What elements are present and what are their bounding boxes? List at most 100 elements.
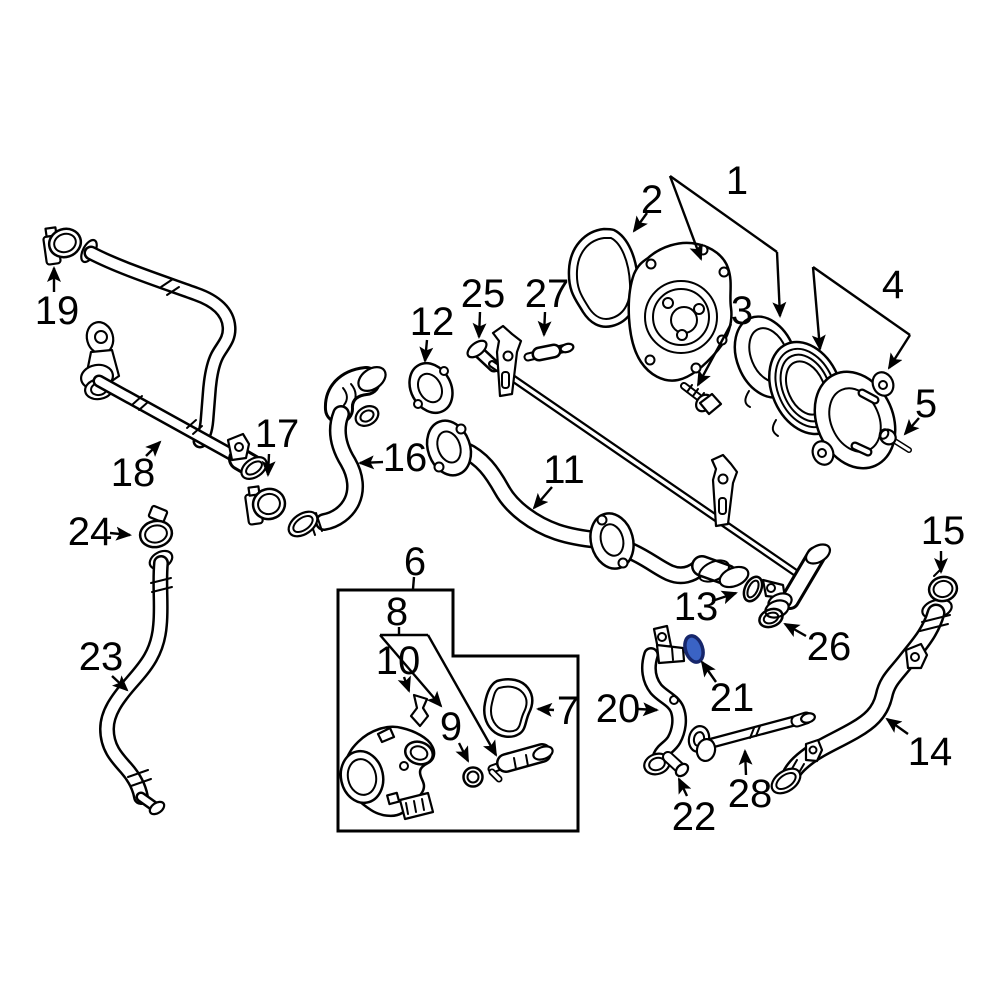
part-gasket-12 [408, 361, 454, 415]
callout-16-arrow [358, 455, 384, 470]
callout-5: 5 [903, 382, 937, 436]
callout-1-label: 1 [726, 159, 748, 203]
callout-18: 18 [111, 440, 162, 495]
callout-22-arrow [677, 777, 692, 797]
callout-23-label: 23 [79, 635, 124, 679]
callout-9-label: 9 [440, 705, 462, 749]
callout-28-arrow [738, 749, 753, 776]
callout-16-label: 16 [383, 436, 428, 480]
callout-25-label: 25 [461, 272, 506, 316]
callout-28-label: 28 [728, 772, 773, 816]
callout-11-arrow [532, 486, 553, 510]
callout-3-label: 3 [731, 289, 753, 333]
part-bleed-plug-10 [409, 693, 430, 728]
part-clamp-19 [42, 226, 83, 266]
part-metal-coolant-pipe [466, 339, 832, 610]
part-plate-4b [811, 370, 897, 470]
callout-14: 14 [885, 717, 953, 774]
part-sensor-8 [487, 743, 554, 783]
callout-26: 26 [783, 622, 852, 669]
callout-6-label: 6 [404, 540, 426, 584]
callout-19: 19 [35, 266, 80, 333]
callout-26-arrow [783, 622, 807, 638]
part-bolt-5 [878, 428, 912, 453]
callout-8-arrow [379, 634, 443, 708]
callout-4-arrow [887, 334, 912, 370]
callout-23: 23 [79, 635, 129, 692]
callout-27-label: 27 [525, 272, 570, 316]
highlighted-part-21 [683, 634, 705, 664]
part-clamp-15 [927, 568, 959, 603]
callout-12-label: 12 [410, 300, 455, 344]
callout-12-arrow [419, 339, 434, 363]
callout-16: 16 [358, 436, 428, 480]
callout-3-arrow [696, 323, 733, 387]
callout-20: 20 [596, 687, 659, 731]
callout-9: 9 [440, 705, 470, 763]
callout-19-label: 19 [35, 289, 80, 333]
pipe-bracket-right [710, 453, 739, 528]
callout-20-arrow [637, 702, 659, 717]
callout-6: 6 [404, 540, 426, 590]
part-clamp-24 [138, 504, 174, 549]
callout-24-label: 24 [68, 510, 113, 554]
part-hose-14 [770, 598, 953, 795]
callout-2-arrow [632, 212, 648, 233]
callout-24-arrow [109, 526, 132, 541]
part-water-pump-1 [627, 241, 733, 382]
callout-21-label: 21 [710, 676, 755, 720]
callout-7: 7 [536, 689, 579, 733]
callout-4-label: 4 [882, 263, 904, 307]
callout-5-label: 5 [915, 382, 937, 426]
callout-8-arrow [426, 634, 498, 757]
callout-8-label: 8 [386, 590, 408, 634]
callout-26-label: 26 [807, 625, 852, 669]
part-gasket-2 [567, 227, 640, 328]
callout-11-label: 11 [543, 448, 585, 492]
callout-9-arrow [455, 742, 470, 763]
callout-24: 24 [68, 510, 132, 554]
callout-13-label: 13 [674, 585, 719, 629]
part-oring-26 [758, 607, 784, 629]
callout-8: 8 [379, 590, 498, 757]
callout-17-arrow [261, 453, 276, 477]
part-hose-16 [287, 366, 387, 538]
callout-15: 15 [921, 509, 965, 574]
callout-4-arrow [811, 266, 826, 351]
pipe-bracket-left [491, 324, 523, 398]
callout-2: 2 [632, 178, 663, 233]
callout-25-arrow [472, 311, 487, 339]
callout-10-arrow [397, 675, 411, 693]
callout-20-label: 20 [596, 687, 641, 731]
callout-28: 28 [728, 749, 773, 816]
callout-17-label: 17 [255, 412, 300, 456]
callout-27-arrow [537, 311, 552, 337]
callout-10: 10 [376, 639, 420, 693]
callout-1-arrow [668, 175, 703, 261]
callout-7-label: 7 [557, 689, 579, 733]
callout-1: 1 [668, 159, 787, 318]
callout-13-arrow [711, 590, 738, 605]
part-clamp-17 [244, 485, 287, 526]
callout-18-arrow [145, 440, 162, 457]
callout-18-label: 18 [111, 451, 156, 495]
callout-14-label: 14 [908, 730, 953, 774]
callout-22-label: 22 [672, 795, 717, 839]
callout-2-label: 2 [641, 178, 663, 222]
callout-5-arrow [903, 417, 920, 436]
callout-7-arrow [536, 702, 555, 717]
callout-22: 22 [672, 777, 717, 839]
part-oring-13 [742, 575, 764, 603]
part-bolt-3 [680, 382, 723, 416]
callout-3: 3 [696, 289, 753, 387]
part-gasket-7 [483, 678, 534, 739]
callout-25: 25 [461, 272, 506, 339]
callout-4: 4 [811, 263, 912, 370]
callout-14-arrow [885, 717, 909, 735]
callout-27: 27 [525, 272, 570, 337]
group-box-6 [336, 588, 580, 833]
callout-11: 11 [532, 448, 585, 510]
